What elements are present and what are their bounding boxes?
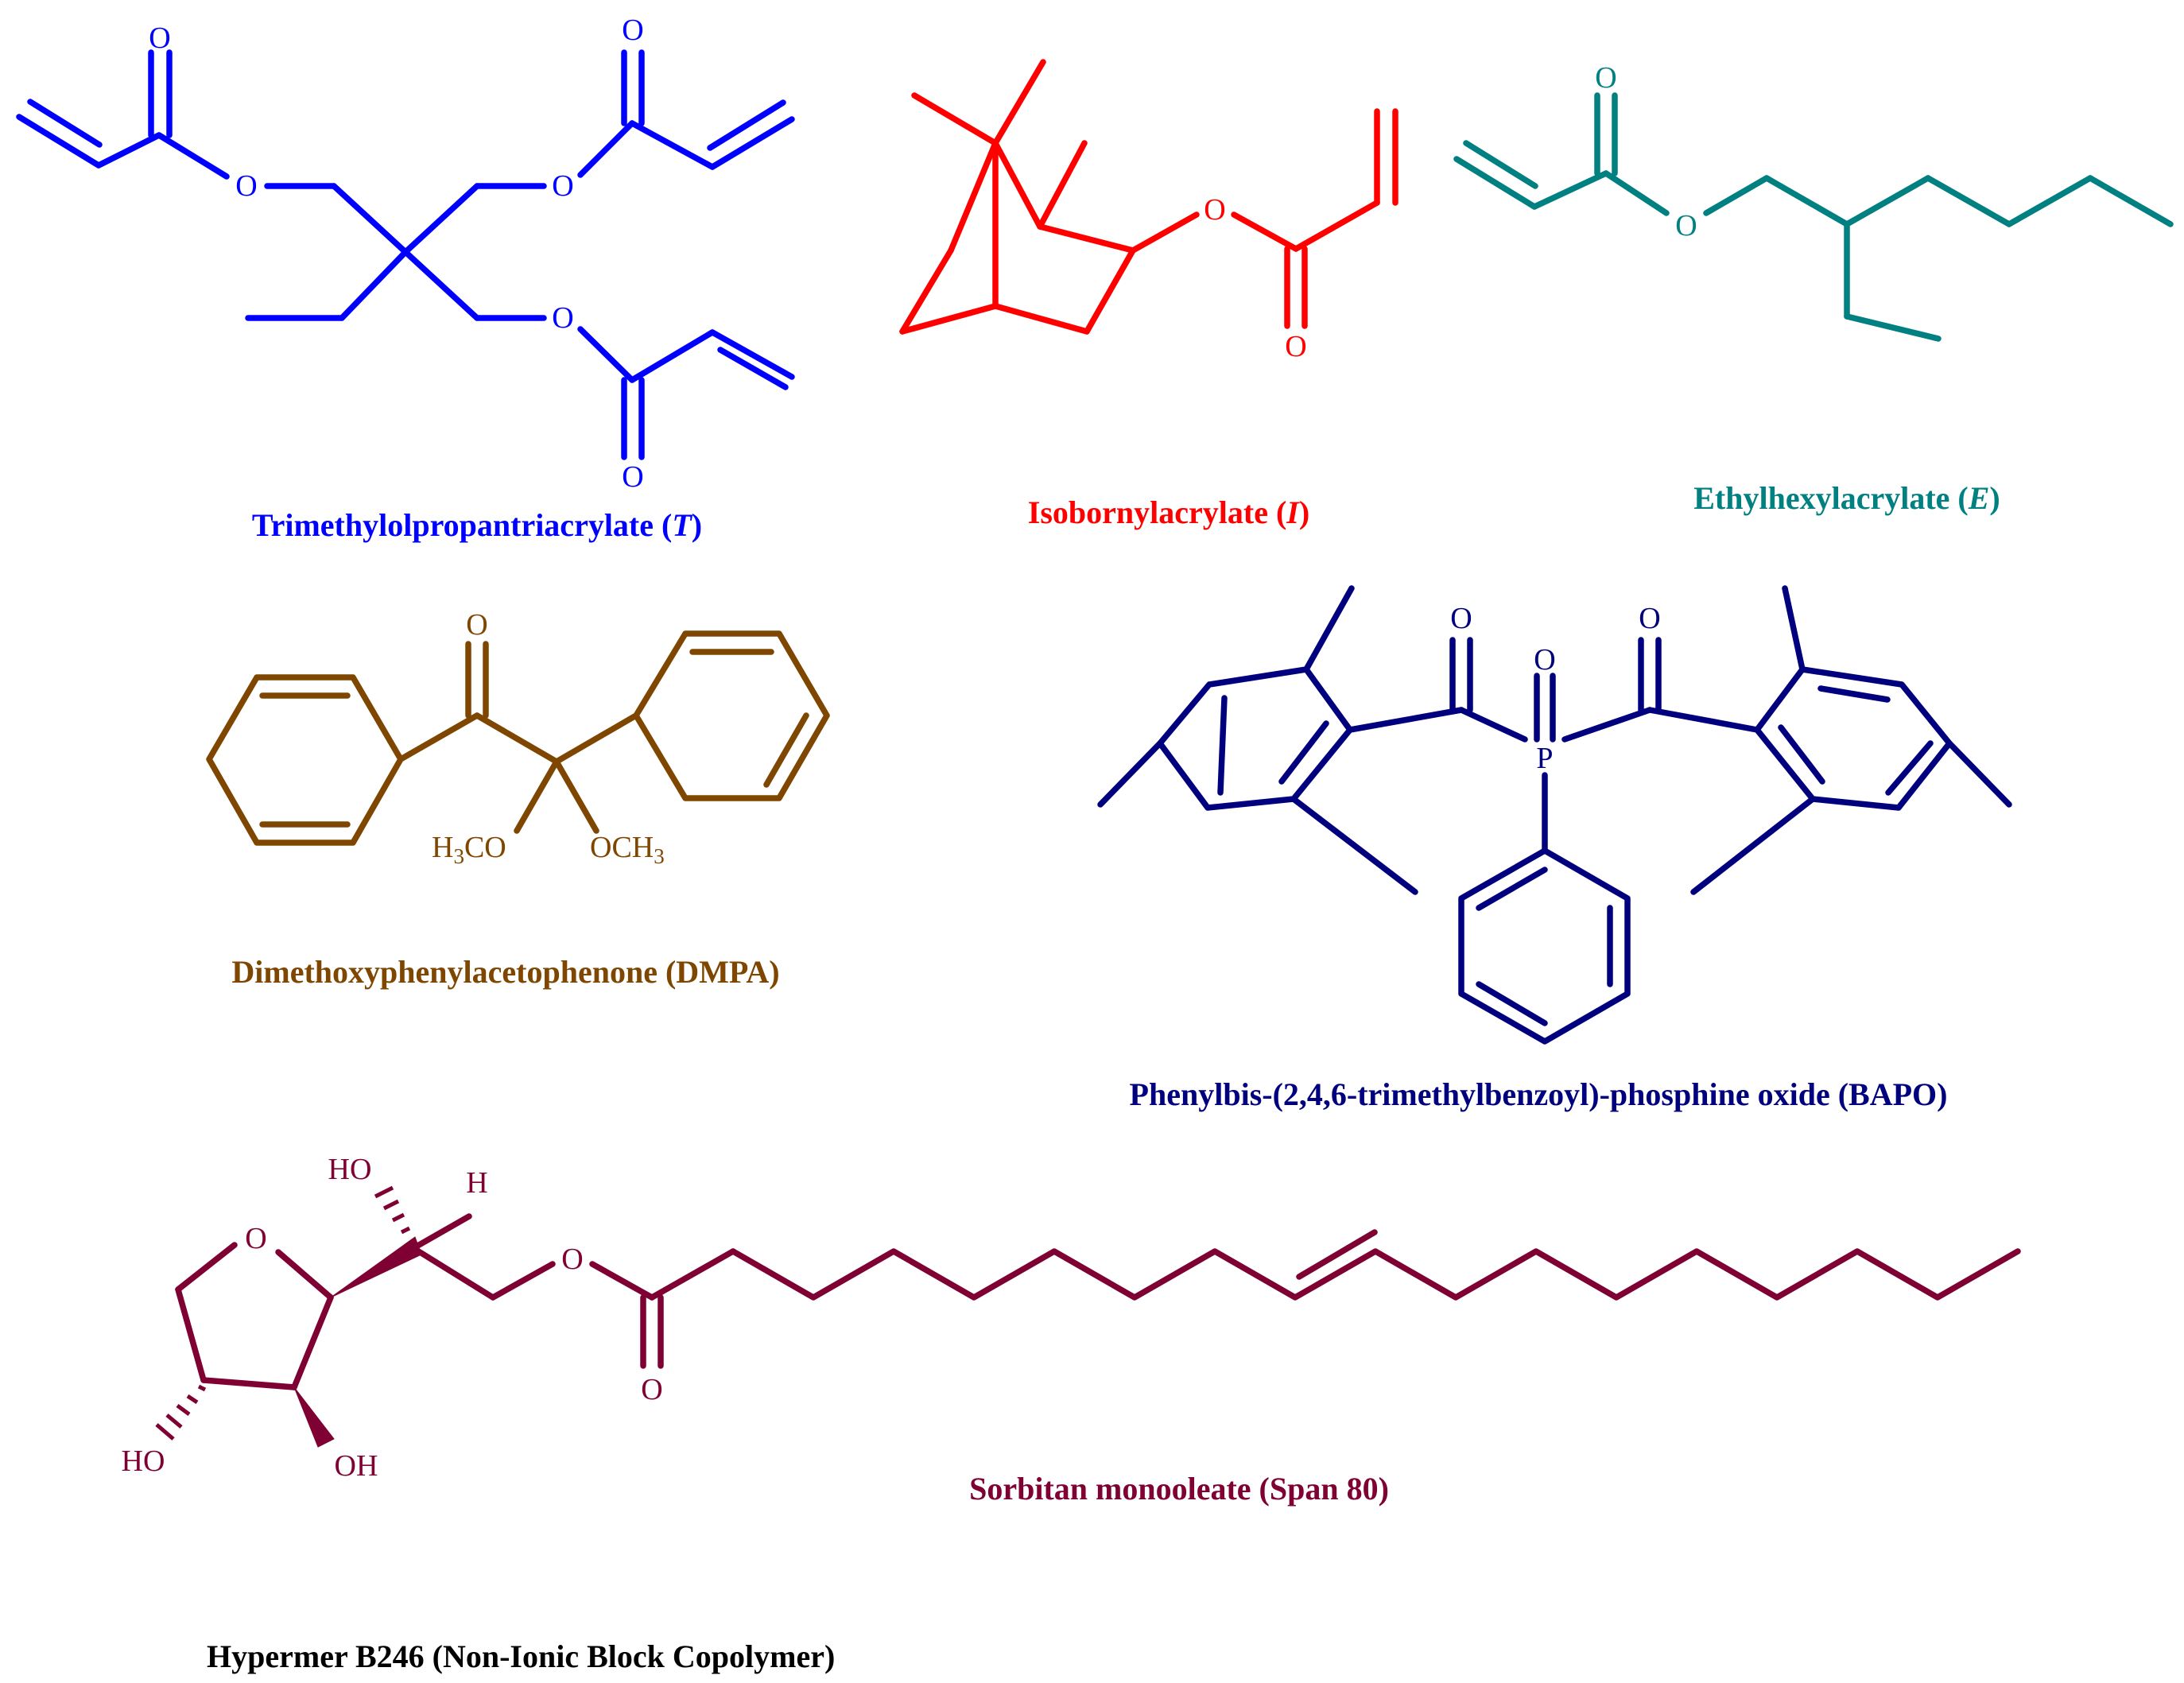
atom-Span80-o-ring: O <box>245 1222 266 1255</box>
hash-bond-ho2 <box>155 1384 207 1441</box>
atom-T-o5: O <box>552 301 573 335</box>
atom-BAPO-o3: O <box>1639 602 1660 635</box>
wedge-bond-ring-to-c <box>330 1236 422 1298</box>
structure-bapo: O O O P <box>1097 585 2012 1045</box>
structure-isobornylacrylate: O O <box>899 59 1398 363</box>
atom-Span80-ho2: HO <box>122 1445 165 1478</box>
atom-BAPO-o1: O <box>1450 602 1472 635</box>
caption-ethylhexylacrylate: Ethylhexylacrylate (E) <box>1693 480 2000 516</box>
atom-Span80-oh3: OH <box>335 1449 378 1483</box>
atom-DMPA-o1: O <box>466 608 487 642</box>
atom-BAPO-p: P <box>1536 742 1553 775</box>
atom-I-o1: O <box>1204 193 1225 227</box>
caption-hypermer-b246: Hypermer B246 (Non-Ionic Block Copolymer… <box>207 1638 835 1674</box>
caption-bapo: Phenylbis-(2,4,6-trimethylbenzoyl)-phosp… <box>1130 1076 1948 1112</box>
atom-Span80-o-ester: O <box>561 1243 583 1276</box>
structure-trimethylolpropantriacrylate: O O O O O O <box>16 14 795 494</box>
atom-Span80-h: H <box>466 1166 487 1200</box>
caption-span80: Sorbitan monooleate (Span 80) <box>969 1471 1389 1507</box>
bonds-BAPO <box>1097 585 2012 1045</box>
bonds-DMPA <box>206 630 830 846</box>
hash-bond-ho1 <box>374 1185 416 1247</box>
atom-T-o3: O <box>552 169 573 203</box>
bonds-Span80 <box>175 1213 2021 1390</box>
atom-T-o2: O <box>235 169 257 203</box>
atom-T-o4: O <box>622 14 643 47</box>
atom-DMPA-h3co: H3CO <box>432 831 506 868</box>
caption-trimethylolpropantriacrylate: Trimethylolpropantriacrylate (T) <box>252 507 702 543</box>
caption-isobornylacrylate: Isobornylacrylate (I) <box>1028 494 1309 530</box>
atom-T-o1: O <box>149 21 170 55</box>
atom-Span80-o-carbonyl: O <box>641 1373 662 1406</box>
atom-BAPO-o2: O <box>1534 643 1555 677</box>
structure-span80: HO H O O O HO OH <box>122 1153 2021 1483</box>
atom-DMPA-och3: OCH3 <box>590 831 665 868</box>
wedge-bond-oh3 <box>293 1386 335 1448</box>
atom-E-o1: O <box>1595 61 1616 95</box>
bonds-T <box>16 49 795 460</box>
atom-Span80-ho1: HO <box>328 1153 372 1186</box>
atom-I-o2: O <box>1285 330 1306 363</box>
structure-ethylhexylacrylate: O O <box>1453 61 2174 342</box>
bonds-E <box>1453 92 2174 342</box>
caption-dmpa: Dimethoxyphenylacetophenone (DMPA) <box>231 954 779 990</box>
structure-dmpa: O H3CO OCH3 <box>206 608 830 868</box>
atom-E-o2: O <box>1675 209 1697 242</box>
bonds-I <box>899 59 1398 335</box>
atom-T-o6: O <box>622 460 643 494</box>
